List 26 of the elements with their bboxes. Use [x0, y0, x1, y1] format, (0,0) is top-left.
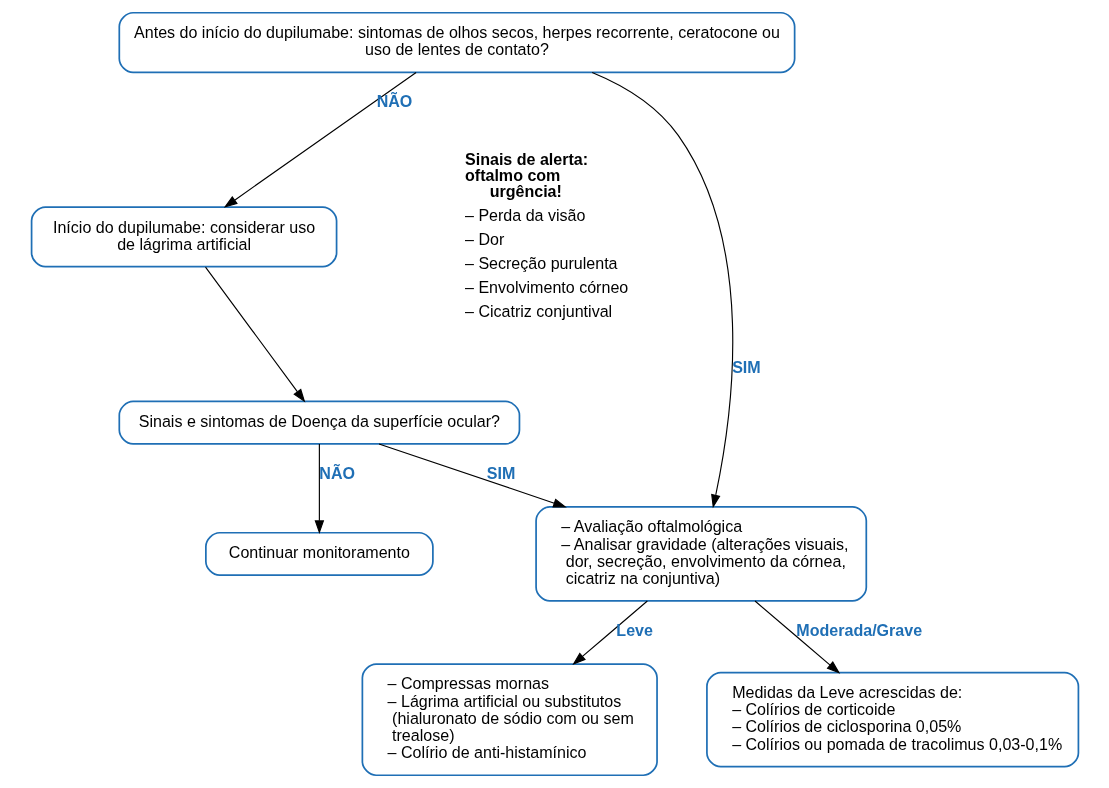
- arrow: [571, 600, 648, 666]
- label: – Secreção purulenta: [464, 254, 618, 273]
- label: – Perda da visão: [464, 206, 585, 225]
- arrow: [314, 443, 324, 535]
- arrow: [591, 71, 733, 509]
- edge-label: SIM: [486, 463, 515, 482]
- edge-label: SIM: [731, 358, 761, 377]
- label: – Cicatriz conjuntival: [464, 302, 612, 321]
- node-box: Sinais e sintomas de Doença da superfície ocular?: [117, 400, 520, 445]
- node-box: Medidas da Leve acrescidas de: – Colírios de corticoide – Colírios de ciclosporina 0,05% – Colírios ou pomada de tracolimus 0,03-0,1%: [705, 671, 1079, 768]
- edge-label: NÃO: [318, 463, 355, 482]
- label: – Envolvimento córneo: [464, 278, 628, 297]
- label: – Dor: [464, 230, 504, 249]
- edge-label: Leve: [615, 620, 653, 639]
- arrow: [753, 600, 840, 674]
- node-box: Antes do início do dupilumabe: sintomas de olhos secos, herpes recorrente, ceratocone ou uso de lentes de contato?: [117, 11, 795, 74]
- edge-label: Moderada/Grave: [795, 620, 922, 639]
- label: Sinais de alerta: oftalmo com urgência!: [464, 149, 588, 201]
- edge-label: NÃO: [376, 92, 412, 111]
- node-box: Início do dupilumabe: considerar uso de lágrima artificial: [30, 206, 337, 268]
- node-box: – Compressas mornas – Lágrima artificial ou substitutos (hialuronato de sódio com ou sem trealose) – Colírio de anti-histamínico: [361, 663, 658, 777]
- node-box: – Avaliação oftalmológica – Analisar gravidade (alterações visuais, dor, secreção, envolvimento da córnea, cicatriz na conjuntiva): [534, 506, 867, 602]
- node-box: Continuar monitoramento: [204, 531, 434, 576]
- arrow: [223, 71, 417, 208]
- arrow: [204, 266, 305, 403]
- arrow: [377, 443, 567, 508]
